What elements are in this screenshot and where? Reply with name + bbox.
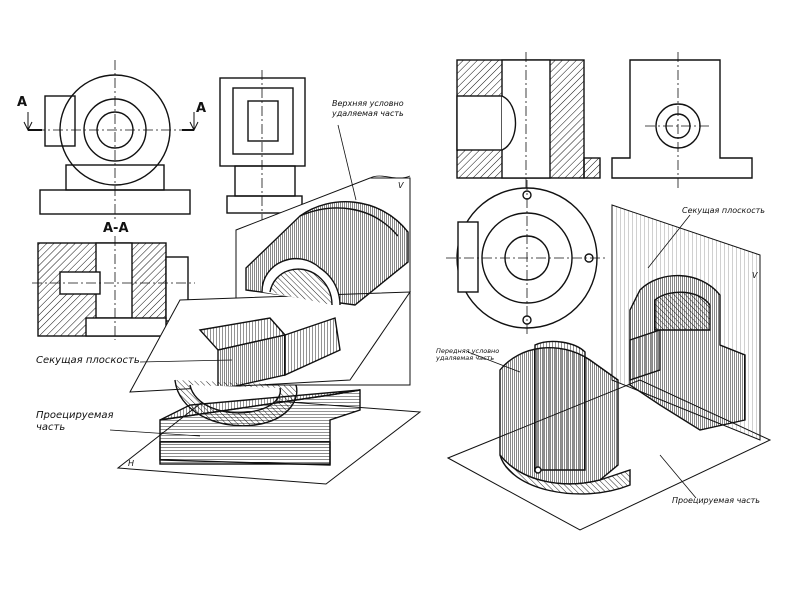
label-axis-v-left: V	[398, 181, 404, 190]
label-axis-h-left: H	[128, 459, 135, 468]
top-view-right	[446, 180, 606, 336]
side-view-right	[611, 52, 753, 188]
label-upper-removed-part: Верхняя условно удаляемая часть	[332, 99, 404, 119]
isometric-section-right	[446, 204, 772, 531]
section-marker-a-left: A	[17, 95, 28, 110]
label-front-removed-part: Передняя условно удаляемая часть	[436, 347, 500, 363]
label-axis-v-right: V	[752, 271, 758, 280]
section-marker-a-right: A	[196, 101, 207, 116]
front-section-right	[456, 52, 601, 188]
side-view-left	[219, 70, 306, 222]
label-projected-part-left: Проецируемая часть	[36, 410, 114, 433]
label-cutting-plane-left: Секущая плоскость	[36, 355, 140, 366]
section-title: A-A	[103, 221, 129, 236]
label-projected-part-right: Проецируемая часть	[672, 496, 760, 505]
label-cutting-plane-right: Секущая плоскость	[682, 206, 766, 215]
section-a-a-view	[32, 236, 195, 340]
isometric-section-left	[109, 124, 422, 485]
front-view-left	[23, 60, 199, 220]
